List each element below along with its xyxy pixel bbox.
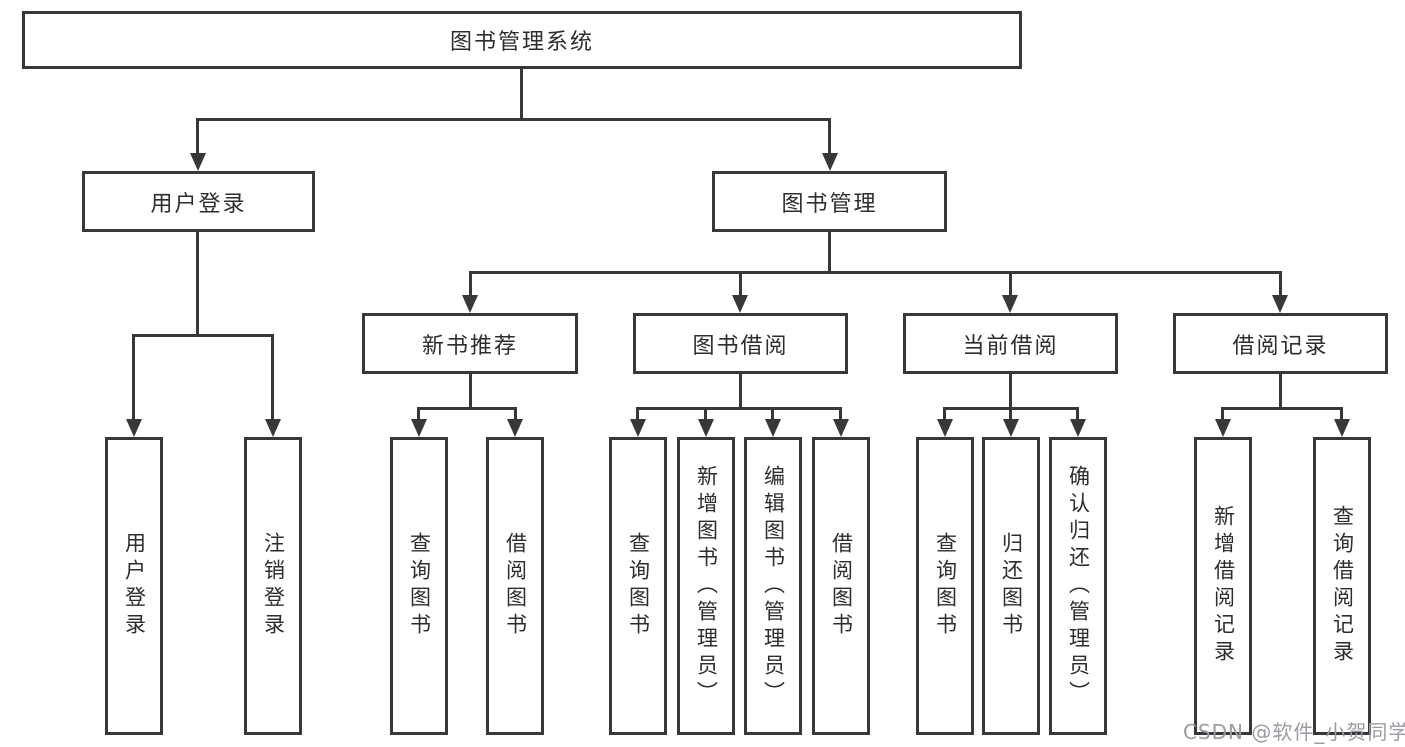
watermark: CSDN @软件_小贺同学	[1183, 720, 1405, 744]
leaf-confirm-return-admin: 确认归还（管理员）	[1049, 437, 1107, 735]
arrowhead-icon	[1002, 295, 1018, 313]
arrowhead-icon	[462, 295, 478, 313]
node-book-management: 图书管理	[712, 171, 947, 232]
connector-line	[469, 374, 472, 410]
node-root: 图书管理系统	[22, 11, 1022, 69]
node-current-borrow: 当前借阅	[903, 313, 1118, 374]
connector-line	[132, 334, 274, 337]
node-borrow-records: 借阅记录	[1173, 313, 1388, 374]
connector-line	[132, 334, 135, 421]
arrowhead-icon	[411, 419, 427, 437]
connector-line	[1009, 271, 1012, 297]
connector-line	[771, 407, 774, 421]
leaf-user-login: 用户登录	[105, 437, 163, 735]
node-user-login: 用户登录	[82, 171, 315, 232]
connector-line	[1221, 407, 1224, 421]
arrowhead-icon	[937, 419, 953, 437]
connector-line	[828, 232, 831, 274]
connector-line	[636, 407, 842, 410]
leaf-query-books-recommend: 查询图书	[390, 437, 448, 735]
leaf-borrow-books-recommend: 借阅图书	[486, 437, 544, 735]
arrowhead-icon	[630, 419, 646, 437]
leaf-add-book-admin: 新增图书（管理员）	[677, 437, 735, 735]
arrowhead-icon	[265, 419, 281, 437]
connector-line	[469, 271, 472, 297]
arrowhead-icon	[1272, 295, 1288, 313]
leaf-label: 编辑图书（管理员）	[761, 464, 786, 708]
connector-line	[1221, 407, 1342, 410]
connector-line	[1279, 374, 1282, 410]
connector-line	[739, 374, 742, 410]
connector-line	[636, 407, 639, 421]
arrowhead-icon	[833, 419, 849, 437]
connector-line	[1279, 271, 1282, 297]
leaf-return-books: 归还图书	[982, 437, 1040, 735]
leaf-add-borrow-record: 新增借阅记录	[1194, 437, 1252, 735]
arrowhead-icon	[190, 153, 206, 171]
connector-line	[943, 407, 946, 421]
connector-line	[704, 407, 707, 421]
leaf-borrow-books: 借阅图书	[812, 437, 870, 735]
leaf-logout: 注销登录	[244, 437, 302, 735]
arrowhead-icon	[732, 295, 748, 313]
connector-line	[1340, 407, 1343, 421]
arrowhead-icon	[1003, 419, 1019, 437]
connector-line	[469, 271, 1282, 274]
connector-line	[196, 232, 199, 337]
leaf-label: 新增图书（管理员）	[694, 464, 719, 708]
leaf-edit-book-admin: 编辑图书（管理员）	[744, 437, 802, 735]
leaf-label: 归还图书	[999, 532, 1024, 640]
connector-line	[828, 118, 831, 156]
arrowhead-icon	[126, 419, 142, 437]
connector-line	[514, 407, 517, 421]
leaf-label: 查询图书	[933, 532, 958, 640]
leaf-query-books-borrow: 查询图书	[609, 437, 667, 735]
connector-line	[417, 407, 420, 421]
arrowhead-icon	[822, 153, 838, 171]
arrowhead-icon	[507, 419, 523, 437]
connector-line	[1076, 407, 1079, 421]
arrowhead-icon	[1215, 419, 1231, 437]
leaf-label: 查询借阅记录	[1330, 505, 1355, 667]
node-book-borrow: 图书借阅	[633, 313, 848, 374]
leaf-query-borrow-record: 查询借阅记录	[1313, 437, 1371, 735]
leaf-label: 查询图书	[626, 532, 651, 640]
leaf-query-books-current: 查询图书	[916, 437, 974, 735]
connector-line	[417, 407, 517, 410]
connector-line	[196, 118, 831, 121]
node-new-book-recommend: 新书推荐	[362, 313, 578, 374]
arrowhead-icon	[765, 419, 781, 437]
leaf-label: 新增借阅记录	[1211, 505, 1236, 667]
leaf-label: 注销登录	[261, 532, 286, 640]
connector-line	[839, 407, 842, 421]
leaf-label: 借阅图书	[503, 532, 528, 640]
leaf-label: 用户登录	[122, 532, 147, 640]
arrowhead-icon	[1334, 419, 1350, 437]
connector-line	[271, 334, 274, 421]
leaf-label: 借阅图书	[829, 532, 854, 640]
connector-line	[196, 118, 199, 156]
connector-line	[1009, 374, 1012, 410]
leaf-label: 确认归还（管理员）	[1066, 464, 1091, 708]
arrowhead-icon	[1070, 419, 1086, 437]
connector-line	[520, 68, 523, 120]
arrowhead-icon	[698, 419, 714, 437]
leaf-label: 查询图书	[407, 532, 432, 640]
connector-line	[739, 271, 742, 297]
connector-line	[1009, 407, 1012, 421]
